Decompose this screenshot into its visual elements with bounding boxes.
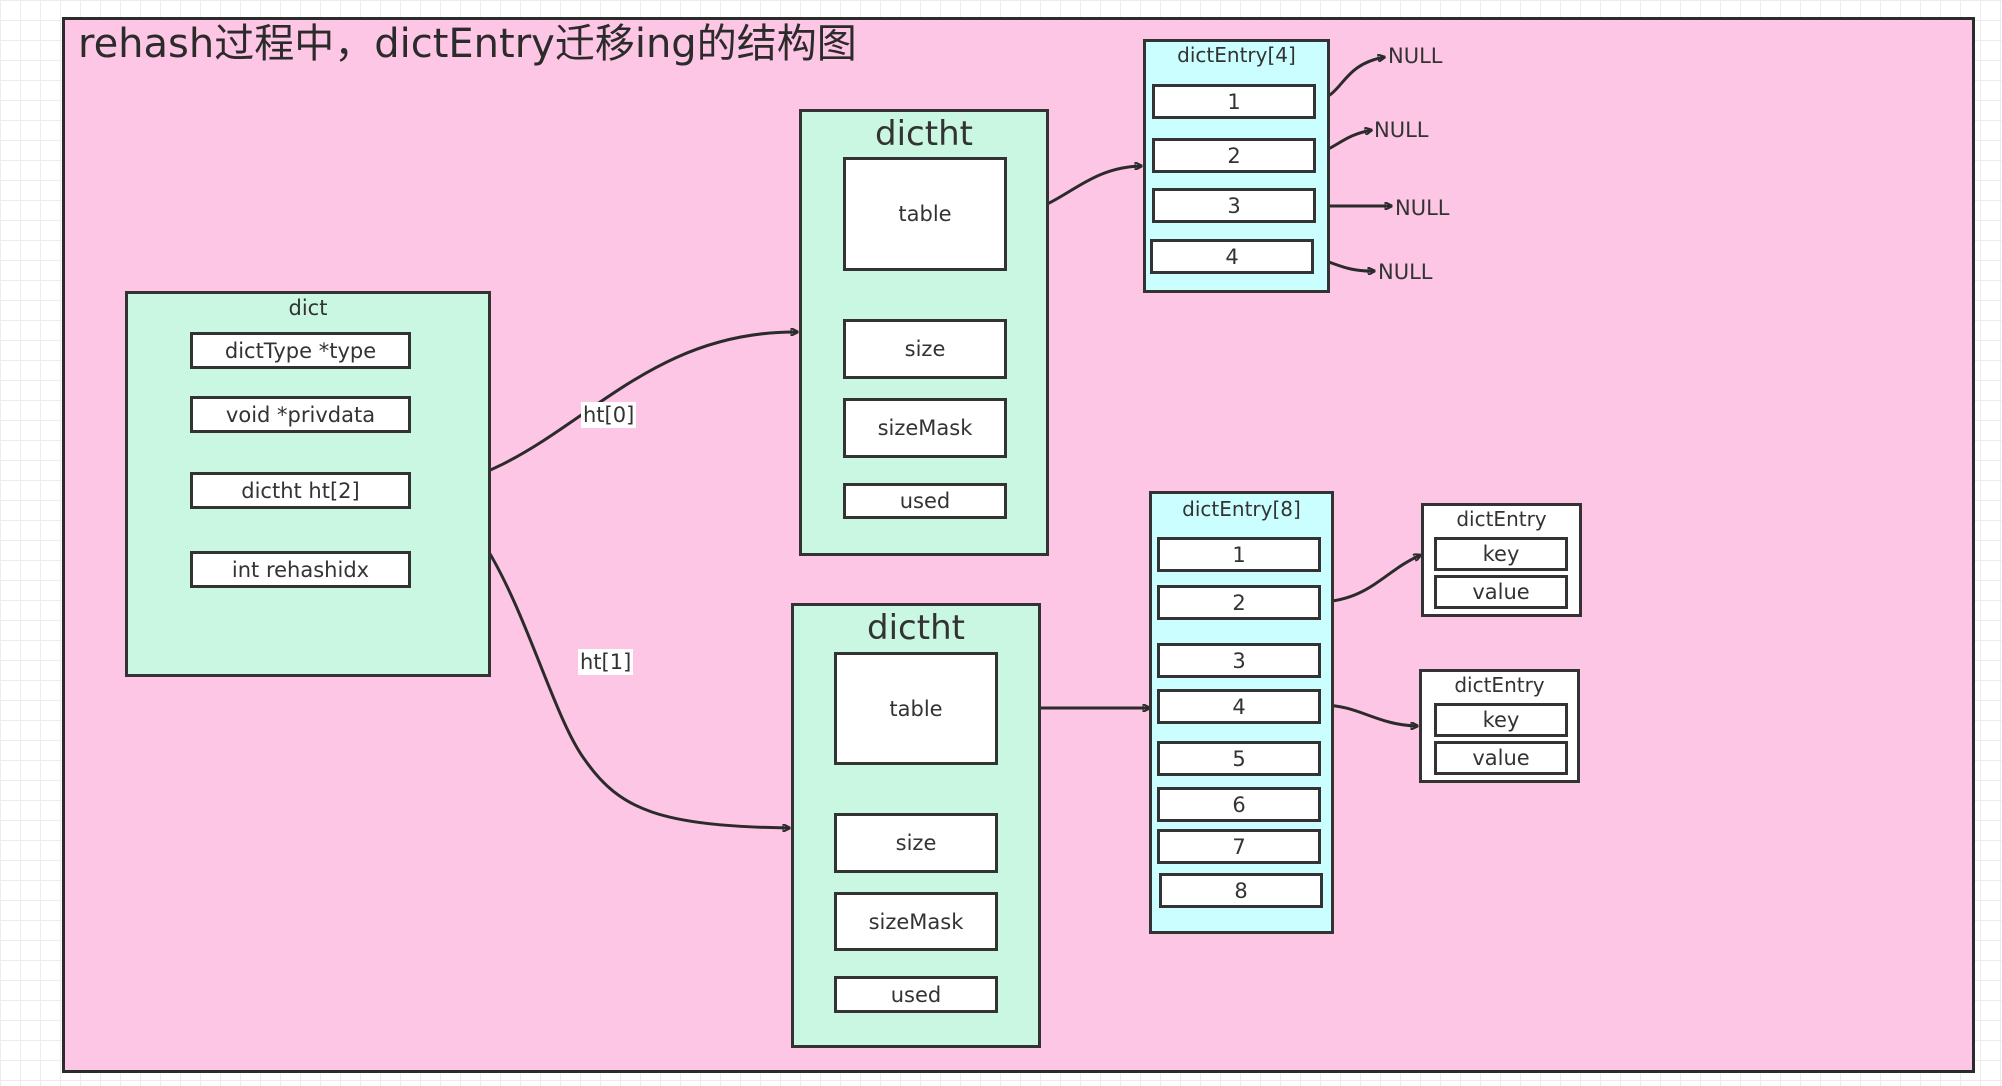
dict-field-rehashidx: int rehashidx [190,551,411,588]
dictentry-value: value [1434,741,1568,775]
array8-slot: 8 [1159,873,1323,908]
dictentry-key: key [1434,703,1568,737]
null-label: NULL [1395,196,1450,220]
array8-slot: 1 [1157,537,1321,572]
array8-slot: 5 [1157,741,1321,776]
array8-slot: 4 [1157,689,1321,724]
dictentry-array-8-label: dictEntry[8] [1182,497,1301,521]
edge-label-ht1: ht[1] [578,649,634,675]
edge-slot2-entry [1320,555,1421,604]
dict-field-privdata: void *privdata [190,396,411,433]
array8-slot: 6 [1157,787,1321,822]
ht1-field-table: table [834,652,998,765]
diagram-title: rehash过程中，dictEntry迁移ing的结构图 [78,21,857,67]
array4-slot: 2 [1152,138,1316,173]
dict-field-type: dictType *type [190,332,411,369]
dictentry-value: value [1434,575,1568,609]
dictentry-node-label: dictEntry [1456,507,1547,531]
array8-slot: 7 [1157,829,1321,864]
array4-slot: 3 [1152,188,1316,223]
dictentry-array-4-label: dictEntry[4] [1177,43,1296,67]
ht1-field-size: size [834,813,998,873]
dict-field-ht: dictht ht[2] [190,472,411,509]
array8-slot: 2 [1157,585,1321,620]
dictentry-key: key [1434,537,1568,571]
ht0-field-sizemask: sizeMask [843,398,1007,458]
dictht-ht0-label: dictht [875,114,973,154]
ht0-field-table: table [843,157,1007,271]
array4-slot: 1 [1152,84,1316,119]
edge-label-ht0: ht[0] [581,402,637,428]
ht1-field-used: used [834,976,998,1013]
dictht-ht1-label: dictht [867,608,965,648]
edge-slot4-entry [1320,703,1418,726]
ht0-field-size: size [843,319,1007,379]
ht1-field-sizemask: sizeMask [834,892,998,951]
dict-label: dict [288,296,328,320]
array4-slot: 4 [1150,239,1314,274]
dictentry-node-label: dictEntry [1454,673,1545,697]
null-label: NULL [1374,118,1429,142]
ht0-field-used: used [843,483,1007,519]
null-label: NULL [1378,260,1433,284]
null-label: NULL [1388,44,1443,68]
array8-slot: 3 [1157,643,1321,678]
